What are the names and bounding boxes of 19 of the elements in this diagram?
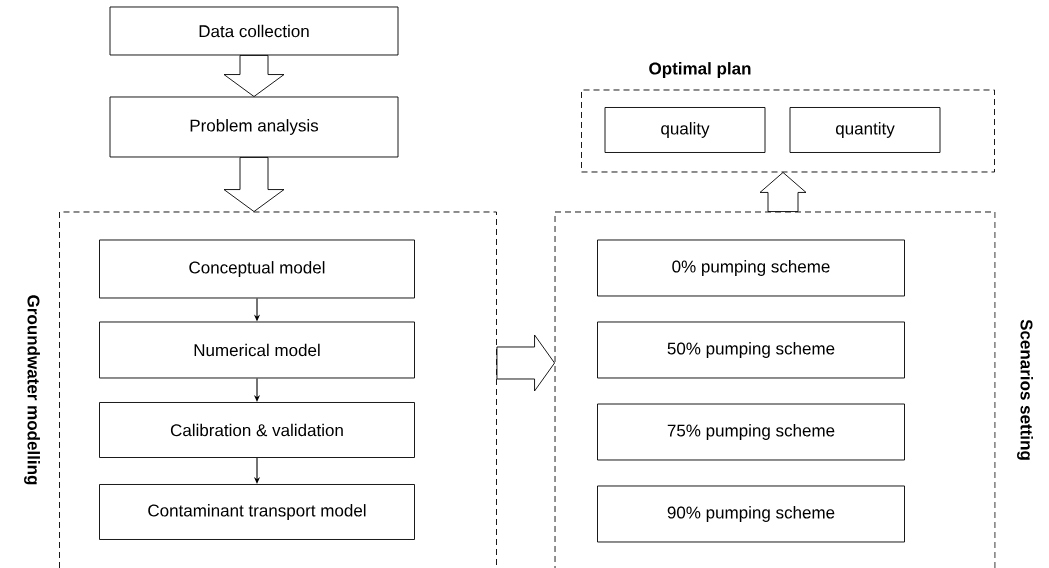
- process-box: Data collection: [109, 6, 399, 56]
- process-box: Contaminant transport model: [99, 484, 415, 540]
- frame-title: Optimal plan: [649, 62, 751, 78]
- process-box: quality: [604, 107, 766, 153]
- process-box: Calibration & validation: [99, 402, 415, 458]
- block-arrow: [496, 334, 555, 392]
- process-box: 50% pumping scheme: [597, 321, 905, 379]
- process-box: 0% pumping scheme: [597, 239, 905, 297]
- process-box: Problem analysis: [109, 96, 399, 158]
- process-box: 75% pumping scheme: [597, 403, 905, 461]
- process-box: Conceptual model: [99, 239, 415, 299]
- frame-title: Scenarios setting: [1017, 319, 1033, 460]
- process-box: 90% pumping scheme: [597, 485, 905, 543]
- process-box: Numerical model: [99, 321, 415, 379]
- block-arrow: [223, 55, 285, 97]
- frame-title: Groundwater modelling: [24, 295, 40, 485]
- block-arrow: [759, 172, 807, 212]
- block-arrow: [223, 157, 285, 212]
- process-box: quantity: [789, 107, 941, 153]
